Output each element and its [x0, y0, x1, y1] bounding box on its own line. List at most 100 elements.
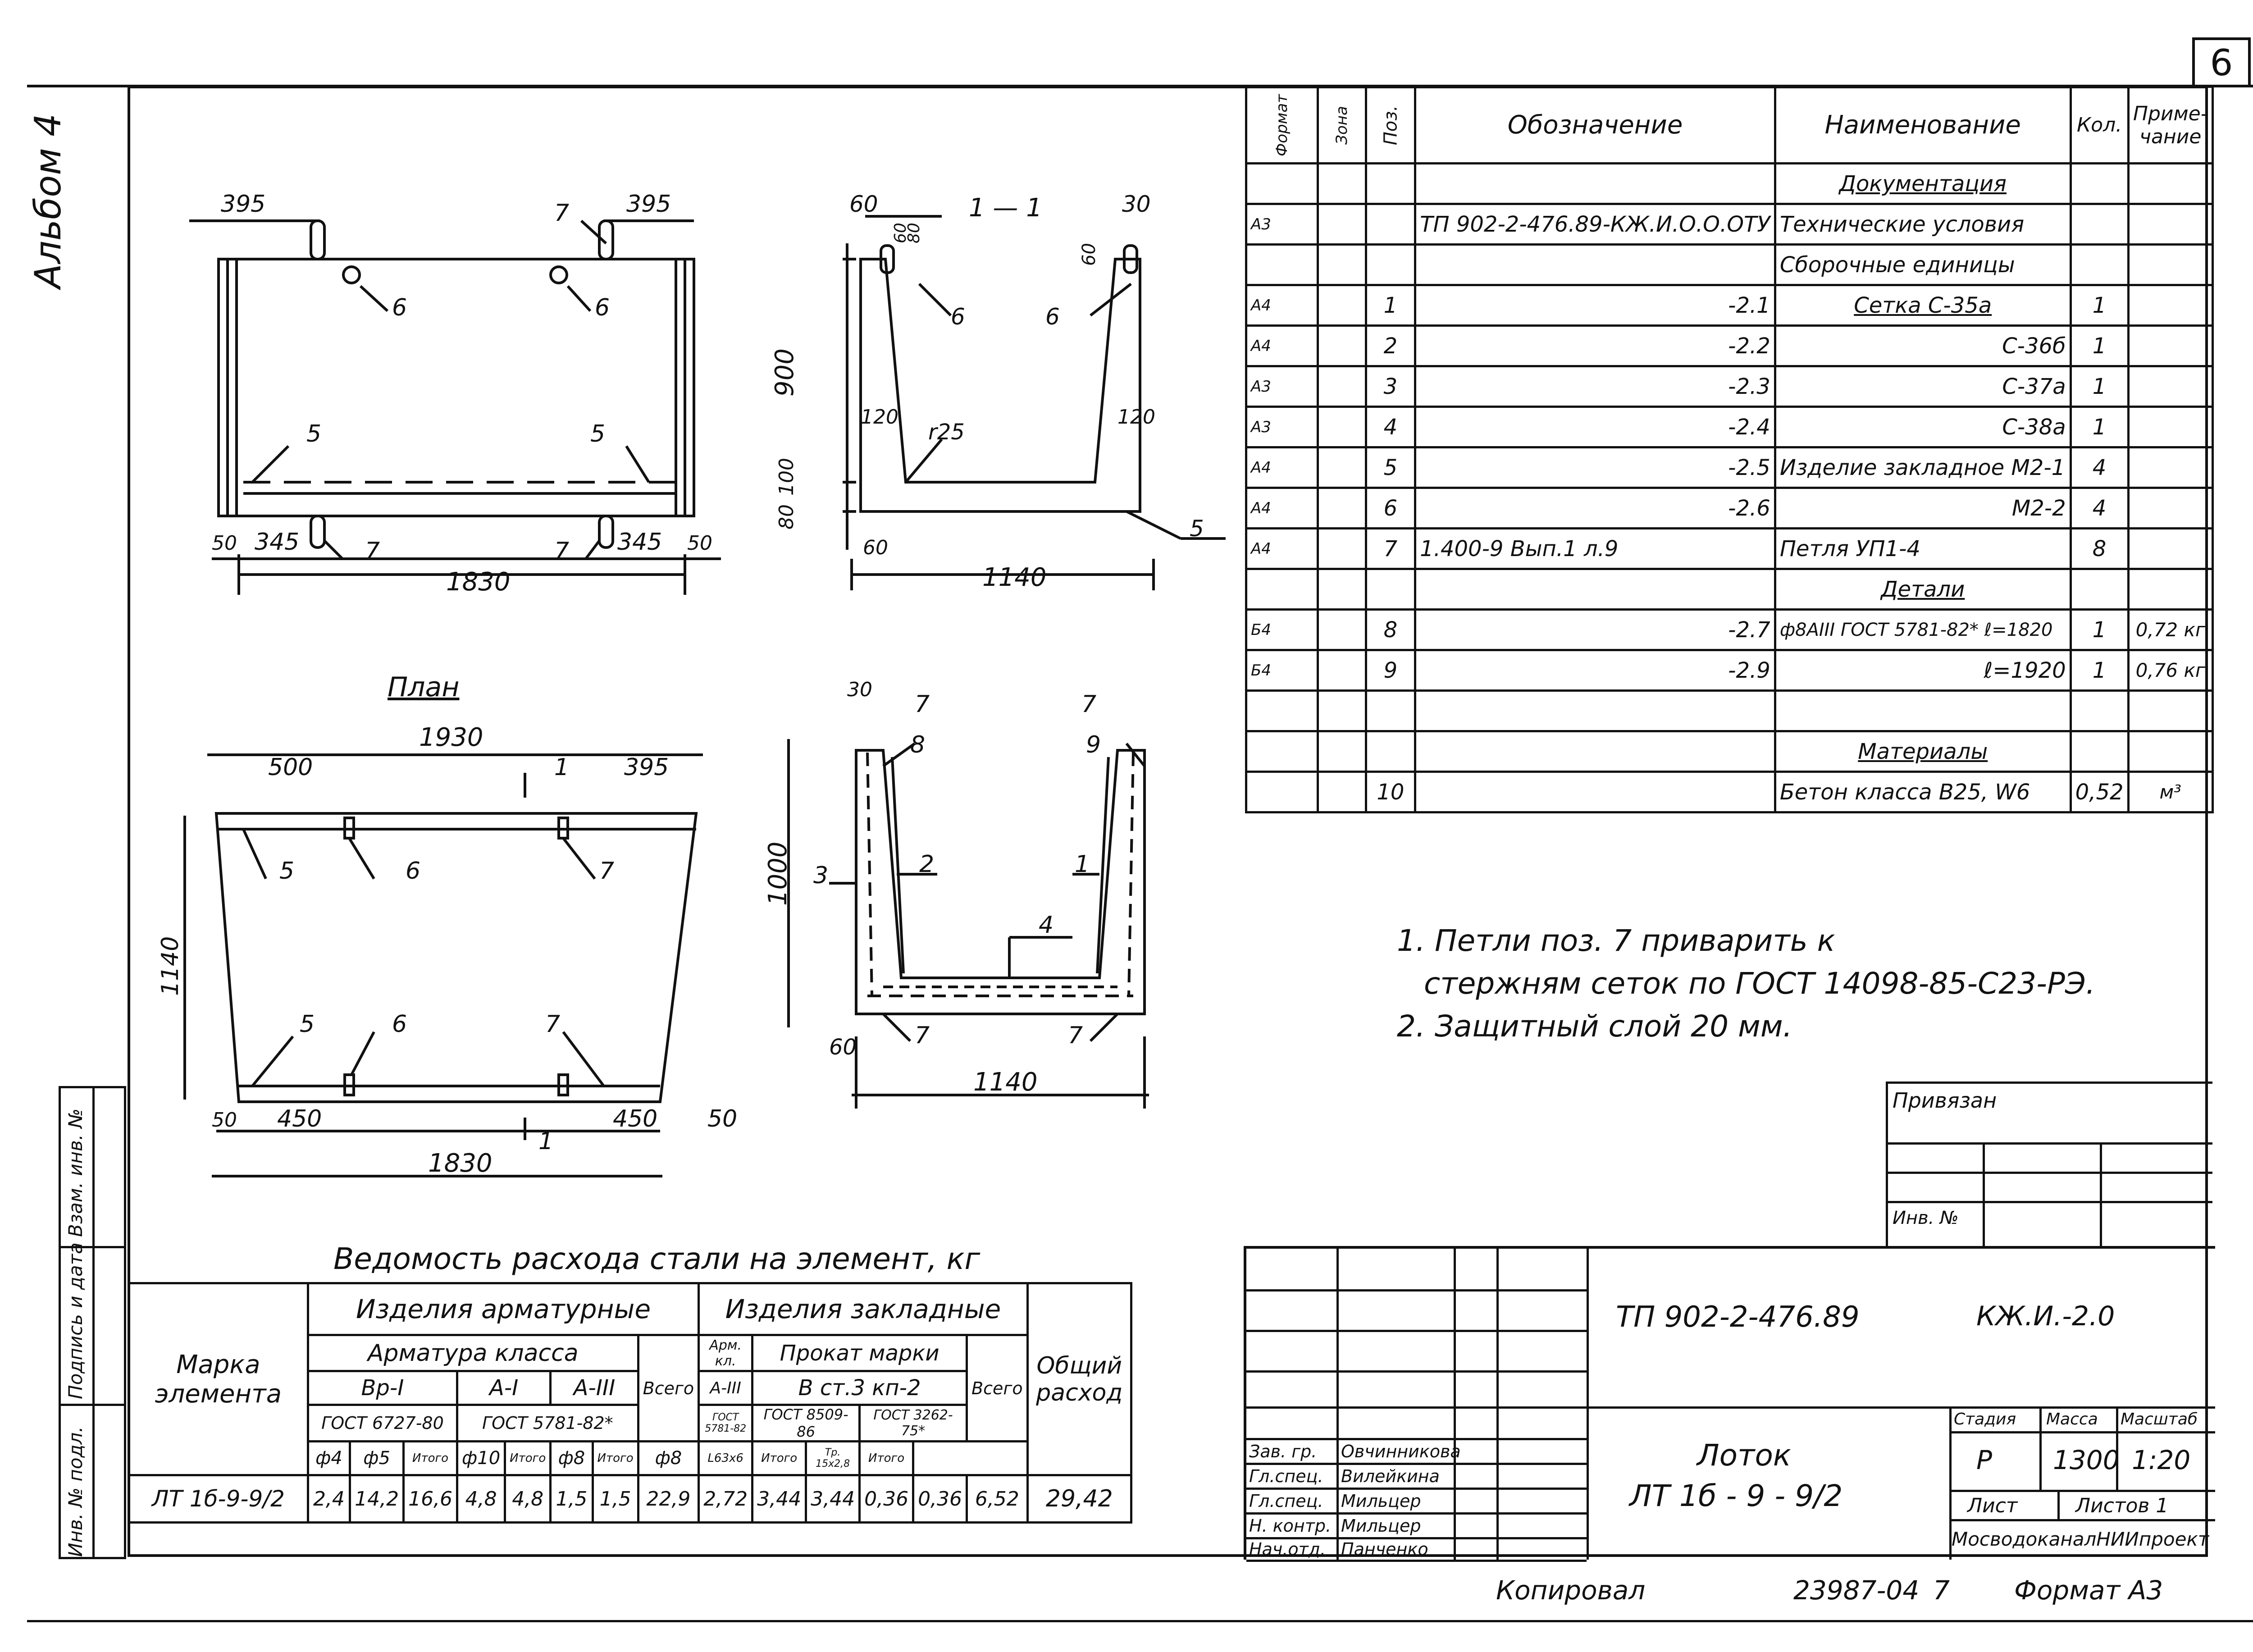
steel-s-f10: ф10	[456, 1440, 506, 1476]
spec-cell-note	[2127, 324, 2214, 367]
spec-h-qty: Кол.	[2069, 86, 2130, 164]
drawings-area: 395 395 7 6 6 5 5 7 7 50 345 345 50 1830…	[157, 191, 1226, 1178]
spec-cell-pos: 9	[1364, 649, 1417, 692]
spec-cell-format	[1245, 243, 1319, 286]
steel-s-tr: Тр. 15х2,8	[805, 1440, 861, 1476]
elev-dim-395-right: 395	[626, 191, 671, 218]
elev-callout-5-right: 5	[590, 420, 605, 447]
steel-h-vst: В ст.3 кп-2	[751, 1370, 968, 1406]
plan-callout-7-bottom: 7	[545, 1011, 560, 1038]
steel-val: 22,9	[637, 1474, 700, 1524]
steel-data-row: ЛТ 1б-9-9/2 2,4 14,2 16,6 4,8 4,8 1,5 1,…	[128, 1474, 1133, 1524]
spec-cell-designation: -2.4	[1414, 406, 1776, 448]
spec-cell-zone	[1316, 527, 1367, 570]
spec-cell-zone	[1316, 730, 1367, 773]
elev-callout-7-br: 7	[554, 538, 569, 565]
spec-cell-name: Бетон класса В25, W6	[1774, 771, 2072, 813]
plan-dim-450-right: 450	[613, 1105, 657, 1132]
spec-cell-designation: -2.3	[1414, 365, 1776, 408]
sec11-dim-80: 80	[905, 223, 923, 243]
steel-val: 0,36	[858, 1474, 915, 1524]
steel-c-aiii: А-III	[549, 1370, 639, 1406]
reinf-callout-4: 4	[1039, 912, 1054, 939]
spec-cell-format	[1245, 730, 1319, 773]
spec-cell-format: Б4	[1245, 608, 1319, 651]
spec-cell-designation	[1414, 568, 1776, 611]
reinf-callout-9: 9	[1086, 731, 1101, 758]
reinf-callout-7-top-right: 7	[1081, 691, 1096, 718]
plan-dim-1140: 1140	[157, 936, 184, 996]
spec-cell-format: А3	[1245, 365, 1319, 408]
tb-sheet-code: КЖ.И.-2.0	[1976, 1301, 2115, 1332]
elevation-view	[189, 219, 721, 595]
steel-g-emb-aiii: А-III	[698, 1370, 754, 1406]
reinf-callout-3: 3	[813, 862, 828, 889]
title-block: Зав. гр. Гл.спец. Гл.спец. Н. контр. Нач…	[1244, 1246, 2215, 1562]
spec-row: Сборочные единицы	[1245, 243, 2214, 286]
spec-cell-zone	[1316, 284, 1367, 327]
spec-cell-pos	[1364, 730, 1417, 773]
plan-dim-50-left: 50	[212, 1109, 237, 1132]
spec-cell-pos: 2	[1364, 324, 1417, 367]
steel-val: 16,6	[402, 1474, 459, 1524]
spec-cell-qty: 1	[2069, 649, 2130, 692]
steel-title: Ведомость расхода стали на элемент, кг	[333, 1241, 981, 1276]
spec-cell-qty: 1	[2069, 365, 2130, 408]
steel-h-prokat: Прокат марки	[751, 1334, 968, 1372]
section-1-1-title: 1 — 1	[969, 193, 1042, 223]
spec-row: Материалы	[1245, 730, 2214, 773]
spec-cell-format: А3	[1245, 203, 1319, 246]
tb-role-1: Зав. гр.	[1249, 1442, 1317, 1461]
spec-cell-designation	[1414, 730, 1776, 773]
tb-scale-header: Масштаб	[2121, 1410, 2198, 1428]
spec-cell-designation: -2.6	[1414, 487, 1776, 529]
spec-cell-note	[2127, 446, 2214, 489]
spec-cell-qty: 4	[2069, 446, 2130, 489]
plan-view	[183, 753, 703, 1177]
tb-mass: 1300	[2053, 1445, 2120, 1475]
reinf-callout-7-bottom-right: 7	[1068, 1022, 1083, 1049]
spec-cell-note	[2127, 365, 2214, 408]
steel-val: 3,44	[751, 1474, 807, 1524]
spec-cell-pos: 8	[1364, 608, 1417, 651]
reinf-dim-1000: 1000	[763, 841, 793, 906]
copied-label: Копировал	[1496, 1575, 1646, 1606]
copy-seven: 7	[1933, 1575, 1950, 1606]
reinf-callout-7-bottom-left: 7	[915, 1022, 930, 1049]
spec-cell-name: Детали	[1774, 568, 2072, 611]
spec-table: Формат Зона Поз. Обозначение Наименовани…	[1245, 86, 2214, 813]
elev-dim-345-right: 345	[617, 529, 662, 556]
spec-cell-designation	[1414, 243, 1776, 286]
spec-cell-name: Сборочные единицы	[1774, 243, 2072, 286]
steel-h-reinf-class: Арматура класса	[306, 1334, 639, 1372]
spec-cell-pos	[1364, 689, 1417, 732]
tb-name-line2: ЛТ 1б - 9 - 9/2	[1629, 1479, 1843, 1513]
tb-name-line1: Лоток	[1697, 1438, 1791, 1473]
tb-person-2: Вилейкина	[1341, 1466, 1440, 1486]
elev-dim-50-left: 50	[212, 532, 237, 555]
steel-g-3262: ГОСТ 3262-75*	[858, 1404, 968, 1442]
steel-val: 2,72	[698, 1474, 754, 1524]
spec-cell-format: А4	[1245, 487, 1319, 529]
sec11-dim-60d: 60	[863, 536, 888, 559]
spec-cell-name: Документация	[1774, 162, 2072, 205]
tb-person-4: Мильцер	[1341, 1516, 1421, 1536]
reinf-callout-1: 1	[1075, 851, 1090, 878]
spec-cell-pos: 10	[1364, 771, 1417, 813]
spec-cell-zone	[1316, 608, 1367, 651]
plan-dim-1830: 1830	[428, 1149, 493, 1178]
sec11-dim-900: 900	[770, 348, 799, 397]
spec-cell-designation: ТП 902-2-476.89-КЖ.И.О.О.ОТУ	[1414, 203, 1776, 246]
elev-callout-6-left: 6	[392, 294, 407, 321]
plan-title: План	[388, 671, 459, 703]
plan-section-mark-top: 1	[554, 754, 569, 781]
spec-cell-qty: 8	[2069, 527, 2130, 570]
spec-cell-format	[1245, 689, 1319, 732]
spec-cell-pos: 1	[1364, 284, 1417, 327]
steel-s-itogo-1: Итого	[402, 1440, 459, 1476]
spec-cell-qty: 4	[2069, 487, 2130, 529]
spec-cell-name: Технические условия	[1774, 203, 2072, 246]
